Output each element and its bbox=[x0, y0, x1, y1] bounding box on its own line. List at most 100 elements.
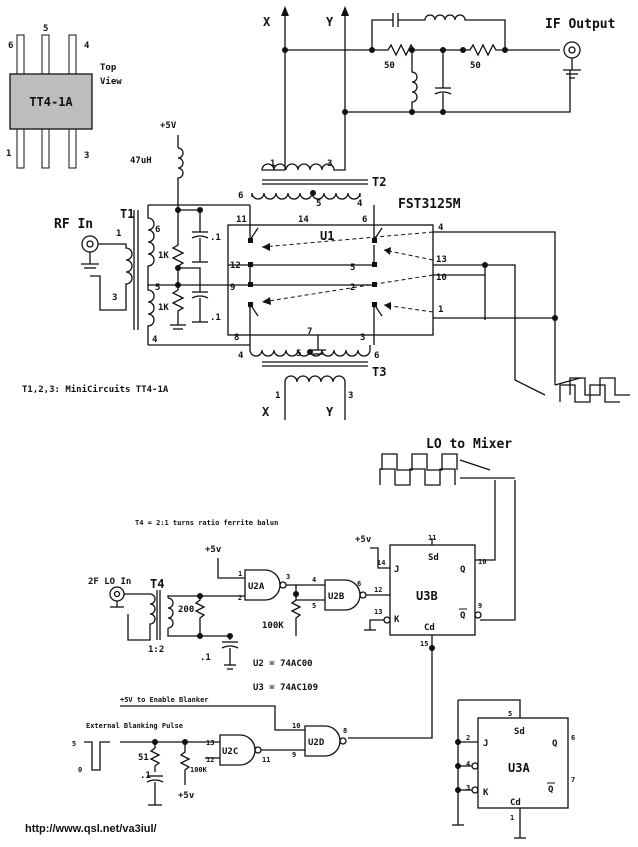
u3b-pin-9: 9 bbox=[478, 602, 482, 610]
resistor-100k-label: 100K bbox=[262, 621, 284, 631]
blanking-pulse-label: External Blanking Pulse bbox=[86, 722, 183, 730]
package-pin-1: 1 bbox=[6, 149, 11, 159]
u2d-pin-8: 8 bbox=[343, 727, 347, 735]
if-output-label: IF Output bbox=[545, 17, 615, 32]
u3-part-label: U3 = 74AC109 bbox=[253, 683, 318, 693]
t4-ratio-label: 1:2 bbox=[148, 645, 164, 655]
package-view-label-top: Top bbox=[100, 63, 117, 73]
bias-network: 1K 1K .1 .1 bbox=[158, 207, 221, 330]
t3-label: T3 bbox=[372, 365, 386, 379]
pulse-high-label: 5 bbox=[72, 740, 76, 748]
plus5v-u3b-label: +5v bbox=[355, 535, 372, 545]
cap-upper-label: .1 bbox=[210, 233, 221, 243]
transformer-t2: 1 3 6 5 4 T2 bbox=[238, 150, 386, 209]
u2c-label: U2C bbox=[222, 747, 238, 757]
resistor-1k-lower-label: 1K bbox=[158, 303, 169, 313]
resistor-1k-upper-label: 1K bbox=[158, 251, 169, 261]
u3b-qbar-label: Q bbox=[460, 611, 466, 621]
u2a-pin-3: 3 bbox=[286, 573, 290, 581]
blanker-section: +5V to Enable Blanker External Blanking … bbox=[72, 696, 347, 806]
plus5v-blank-label: +5v bbox=[178, 791, 195, 801]
package-top-view: TT4-1A 6 5 4 1 3 Top View bbox=[6, 24, 122, 169]
resistor-200-label: 200 bbox=[178, 605, 194, 615]
y-label-top: Y bbox=[326, 15, 334, 29]
t3-pin-5: 5 bbox=[296, 349, 301, 359]
inductor-47uh-label: 47uH bbox=[130, 156, 152, 166]
package-pin-5: 5 bbox=[43, 24, 48, 34]
resistor-50-left-label: 50 bbox=[384, 61, 395, 71]
lo-in-label: 2F LO In bbox=[88, 577, 131, 587]
package-pin-3: 3 bbox=[84, 151, 89, 161]
u3a-pin-1: 1 bbox=[510, 814, 514, 822]
y-label-bottom: Y bbox=[326, 405, 334, 419]
u3b-pin-13: 13 bbox=[374, 608, 382, 616]
enable-blanker-label: +5V to Enable Blanker bbox=[120, 696, 209, 704]
t3-pin-6: 6 bbox=[374, 351, 379, 361]
u1-pin-6: 6 bbox=[362, 215, 367, 225]
u1-label: U1 bbox=[320, 229, 334, 243]
u2c-pin-12: 12 bbox=[206, 756, 214, 764]
u1-pin-12: 12 bbox=[230, 261, 241, 271]
u1-pin-2: 2 bbox=[350, 283, 355, 293]
u1-pin-3: 3 bbox=[360, 333, 365, 343]
lo-to-mixer-label: LO to Mixer bbox=[426, 437, 512, 452]
u3b-j-label: J bbox=[394, 565, 399, 575]
u3a-j-label: J bbox=[483, 739, 488, 749]
u1-pin-9: 9 bbox=[230, 283, 235, 293]
u3a-sd-label: Sd bbox=[514, 727, 525, 737]
resistor-50-right-label: 50 bbox=[470, 61, 481, 71]
transformer-note: T1,2,3: MiniCircuits TT4-1A bbox=[22, 384, 169, 395]
u1-pin-7: 7 bbox=[307, 327, 312, 337]
x-label-top: X bbox=[263, 15, 271, 29]
package-pin-6: 6 bbox=[8, 41, 13, 51]
t2-pin-6: 6 bbox=[238, 191, 243, 201]
t1-pin-6: 6 bbox=[155, 225, 160, 235]
u3a-k-label: K bbox=[483, 788, 489, 798]
rf-input-t1: RF In T1 1 6 5 4 3 bbox=[54, 204, 250, 346]
u2d-pin-10: 10 bbox=[292, 722, 300, 730]
plus5v-u2a-label: +5v bbox=[205, 545, 222, 555]
t3-pin-3: 3 bbox=[348, 391, 353, 401]
cap-blank-label: .1 bbox=[140, 771, 151, 781]
u2b-pin-6: 6 bbox=[357, 580, 361, 588]
u3b-sd-label: Sd bbox=[428, 553, 439, 563]
u3b-pin-14: 14 bbox=[377, 559, 385, 567]
pulse-low-label: 0 bbox=[78, 766, 82, 774]
lo-to-mixer: LO to Mixer bbox=[379, 437, 516, 621]
u3a-pin-3: 3 bbox=[466, 784, 470, 792]
package-pin-4: 4 bbox=[84, 41, 90, 51]
t2-pin-1: 1 bbox=[270, 159, 275, 169]
u2a-pin-2: 2 bbox=[238, 594, 242, 602]
package-view-label-view: View bbox=[100, 76, 122, 87]
source-url: http://www.qsl.net/va3iul/ bbox=[25, 823, 157, 835]
u3a-pin-6: 6 bbox=[571, 734, 575, 742]
u3b-pin-10: 10 bbox=[478, 558, 486, 566]
u2a-pin-1: 1 bbox=[238, 570, 242, 578]
u2-part-label: U2 = 74AC00 bbox=[253, 659, 313, 669]
t1-label: T1 bbox=[120, 207, 134, 221]
u3a-qbar-label: Q bbox=[548, 785, 554, 795]
t2-pin-5: 5 bbox=[316, 199, 321, 209]
u2b-pin-5: 5 bbox=[312, 602, 316, 610]
t3-pin-4: 4 bbox=[238, 351, 244, 361]
u2b-label: U2B bbox=[328, 592, 345, 602]
package-chip-label: TT4-1A bbox=[29, 95, 73, 109]
resistor-51-label: 51 bbox=[138, 753, 149, 763]
u2c-pin-11: 11 bbox=[262, 756, 270, 764]
u1-pin-1: 1 bbox=[438, 305, 443, 315]
u3a-q-label: Q bbox=[552, 739, 558, 749]
u1-pin-10: 10 bbox=[436, 273, 447, 283]
u3a-cd-label: Cd bbox=[510, 798, 521, 808]
t3-pin-1: 1 bbox=[275, 391, 280, 401]
u3b-k-label: K bbox=[394, 615, 400, 625]
tt4-1a-package-body bbox=[9, 73, 93, 130]
u1-pin-14: 14 bbox=[298, 215, 309, 225]
t2-pin-3: 3 bbox=[327, 159, 332, 169]
gate-u2a: +5v U2A 1 3 2 100K bbox=[205, 545, 325, 636]
flipflop-u3a: 5 Sd 2 J Q 6 U3A 4 3 K Q 7 Cd 1 bbox=[452, 699, 575, 839]
lo-input-t4: 2F LO In T4 1:2 200 .1 bbox=[88, 577, 245, 670]
t1-pin-1: 1 bbox=[116, 229, 121, 239]
u3b-pin-15: 15 bbox=[420, 640, 428, 648]
if-output-section: X Y 50 50 IF O bbox=[263, 6, 615, 170]
